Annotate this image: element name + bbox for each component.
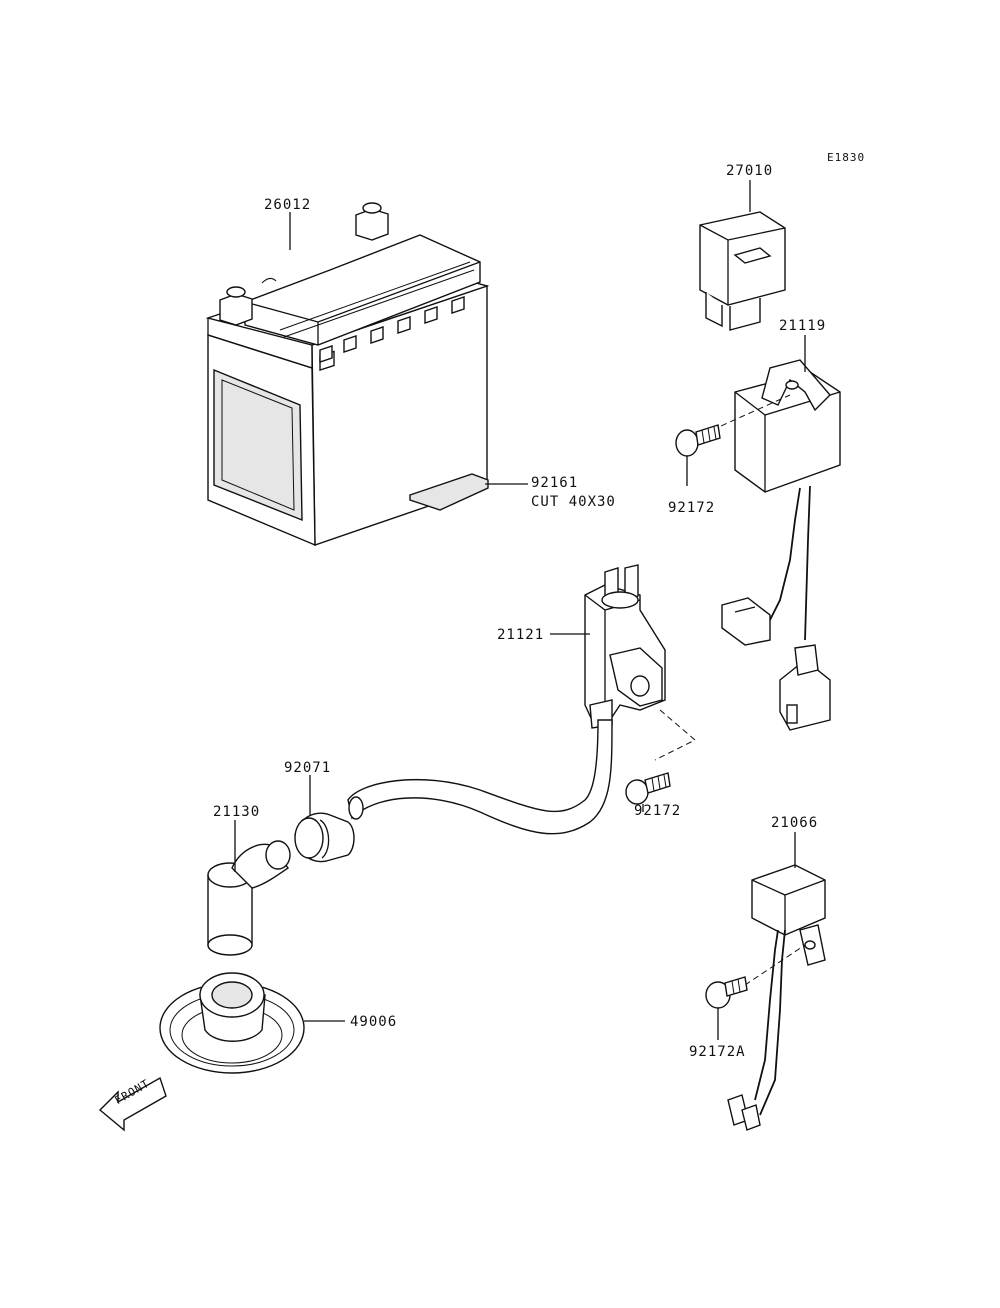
part-label-92161: 92161	[531, 475, 579, 491]
diagram-code: E1830	[827, 151, 866, 164]
bolt-cdi-illustration	[675, 424, 721, 486]
part-label-92172-cdi: 92172	[668, 500, 716, 516]
relay-illustration	[699, 211, 786, 331]
leader-lines	[234, 180, 806, 1022]
plug-cap-illustration	[207, 840, 291, 956]
cap-illustration	[294, 812, 355, 863]
part-label-26012: 26012	[264, 197, 312, 213]
part-label-21121: 21121	[497, 627, 545, 643]
part-note-cut: CUT 40X30	[531, 494, 616, 510]
part-label-21066: 21066	[771, 815, 819, 831]
part-label-92172a: 92172A	[689, 1044, 746, 1060]
part-label-21130: 21130	[213, 804, 261, 820]
part-label-21119: 21119	[779, 318, 827, 334]
bolt-regulator-illustration	[705, 976, 748, 1040]
ht-cable-illustration	[347, 719, 613, 835]
part-label-49006: 49006	[350, 1014, 398, 1030]
seal-illustration	[159, 972, 305, 1074]
battery-illustration	[205, 202, 490, 547]
cdi-unit-illustration	[711, 359, 841, 731]
bolt-coil-illustration	[625, 772, 671, 812]
part-label-92071: 92071	[284, 760, 332, 776]
ignition-coil-illustration	[584, 564, 696, 761]
front-arrow-icon	[98, 1076, 167, 1132]
part-label-92172-coil: 92172	[634, 803, 682, 819]
part-label-27010: 27010	[726, 163, 774, 179]
regulator-illustration	[727, 864, 826, 1131]
